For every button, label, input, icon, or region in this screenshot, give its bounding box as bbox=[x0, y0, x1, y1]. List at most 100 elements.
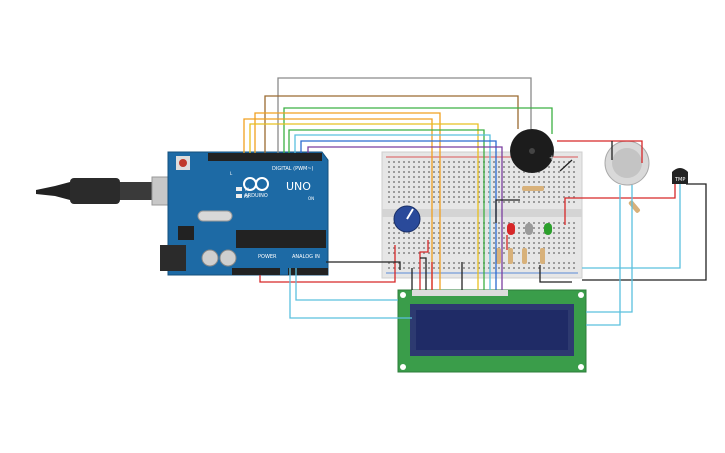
breadboard-hole bbox=[478, 166, 480, 168]
breadboard-hole bbox=[438, 267, 440, 269]
breadboard-hole bbox=[393, 196, 395, 198]
breadboard-hole bbox=[468, 247, 470, 249]
breadboard-hole bbox=[493, 267, 495, 269]
breadboard-hole bbox=[568, 242, 570, 244]
breadboard-hole bbox=[563, 161, 565, 163]
breadboard-hole bbox=[388, 176, 390, 178]
breadboard-hole bbox=[478, 262, 480, 264]
potentiometer[interactable] bbox=[393, 205, 421, 233]
breadboard-hole bbox=[498, 176, 500, 178]
lcd-display bbox=[397, 289, 587, 373]
breadboard-hole bbox=[503, 181, 505, 183]
breadboard-hole bbox=[568, 237, 570, 239]
breadboard-hole bbox=[403, 247, 405, 249]
breadboard-hole bbox=[533, 252, 535, 254]
breadboard-hole bbox=[458, 242, 460, 244]
breadboard-hole bbox=[498, 191, 500, 193]
lcd-pin-header bbox=[412, 290, 508, 296]
breadboard-hole bbox=[543, 242, 545, 244]
model-label: UNO bbox=[286, 180, 311, 193]
breadboard-hole bbox=[438, 166, 440, 168]
breadboard-hole bbox=[488, 191, 490, 193]
breadboard-hole bbox=[388, 252, 390, 254]
breadboard-hole bbox=[503, 191, 505, 193]
breadboard-hole bbox=[498, 242, 500, 244]
breadboard-hole bbox=[513, 181, 515, 183]
breadboard-hole bbox=[488, 237, 490, 239]
breadboard-hole bbox=[388, 166, 390, 168]
breadboard-hole bbox=[393, 186, 395, 188]
breadboard-hole bbox=[543, 201, 545, 203]
breadboard-hole bbox=[468, 262, 470, 264]
breadboard-hole bbox=[468, 196, 470, 198]
breadboard-hole bbox=[403, 186, 405, 188]
breadboard-hole bbox=[503, 232, 505, 234]
breadboard-hole bbox=[438, 186, 440, 188]
breadboard-hole bbox=[548, 171, 550, 173]
breadboard-hole bbox=[523, 171, 525, 173]
breadboard-hole bbox=[398, 166, 400, 168]
breadboard-hole bbox=[408, 252, 410, 254]
breadboard-hole bbox=[453, 161, 455, 163]
breadboard-hole bbox=[428, 161, 430, 163]
breadboard-hole bbox=[508, 186, 510, 188]
breadboard-hole bbox=[523, 201, 525, 203]
atmega-chip bbox=[236, 230, 326, 248]
breadboard-hole bbox=[518, 262, 520, 264]
breadboard-hole bbox=[398, 267, 400, 269]
l-label: L bbox=[230, 171, 233, 176]
breadboard-hole bbox=[458, 196, 460, 198]
breadboard-hole bbox=[448, 181, 450, 183]
breadboard-hole bbox=[573, 201, 575, 203]
breadboard-hole bbox=[393, 201, 395, 203]
breadboard-hole bbox=[438, 181, 440, 183]
breadboard-hole bbox=[408, 161, 410, 163]
breadboard-hole bbox=[498, 201, 500, 203]
breadboard-hole bbox=[433, 196, 435, 198]
breadboard-hole bbox=[453, 176, 455, 178]
breadboard-hole bbox=[458, 262, 460, 264]
breadboard-hole bbox=[468, 227, 470, 229]
breadboard-hole bbox=[443, 166, 445, 168]
breadboard-hole bbox=[568, 186, 570, 188]
breadboard-hole bbox=[493, 181, 495, 183]
breadboard-hole bbox=[508, 201, 510, 203]
breadboard-hole bbox=[398, 232, 400, 234]
breadboard-hole bbox=[453, 262, 455, 264]
breadboard-hole bbox=[503, 222, 505, 224]
breadboard-hole bbox=[473, 242, 475, 244]
breadboard-hole bbox=[543, 232, 545, 234]
breadboard-hole bbox=[493, 247, 495, 249]
breadboard-hole bbox=[553, 232, 555, 234]
breadboard-hole bbox=[503, 186, 505, 188]
breadboard-hole bbox=[563, 227, 565, 229]
breadboard-hole bbox=[528, 262, 530, 264]
breadboard-hole bbox=[528, 247, 530, 249]
breadboard-hole bbox=[553, 227, 555, 229]
breadboard-hole bbox=[533, 191, 535, 193]
breadboard-hole bbox=[498, 232, 500, 234]
breadboard-hole bbox=[393, 171, 395, 173]
breadboard-hole bbox=[413, 252, 415, 254]
breadboard-hole bbox=[548, 181, 550, 183]
breadboard-hole bbox=[488, 171, 490, 173]
breadboard-hole bbox=[508, 176, 510, 178]
breadboard-hole bbox=[508, 191, 510, 193]
breadboard-hole bbox=[573, 181, 575, 183]
breadboard-hole bbox=[503, 161, 505, 163]
breadboard-hole bbox=[573, 176, 575, 178]
breadboard-hole bbox=[538, 196, 540, 198]
breadboard-hole bbox=[448, 196, 450, 198]
breadboard-hole bbox=[568, 227, 570, 229]
breadboard-hole bbox=[563, 267, 565, 269]
breadboard-hole bbox=[403, 191, 405, 193]
breadboard-hole bbox=[433, 166, 435, 168]
breadboard-hole bbox=[433, 171, 435, 173]
breadboard-hole bbox=[423, 242, 425, 244]
breadboard-hole bbox=[548, 191, 550, 193]
breadboard-hole bbox=[453, 166, 455, 168]
breadboard-hole bbox=[458, 201, 460, 203]
breadboard-hole bbox=[498, 161, 500, 163]
breadboard-hole bbox=[393, 166, 395, 168]
breadboard-hole bbox=[458, 171, 460, 173]
